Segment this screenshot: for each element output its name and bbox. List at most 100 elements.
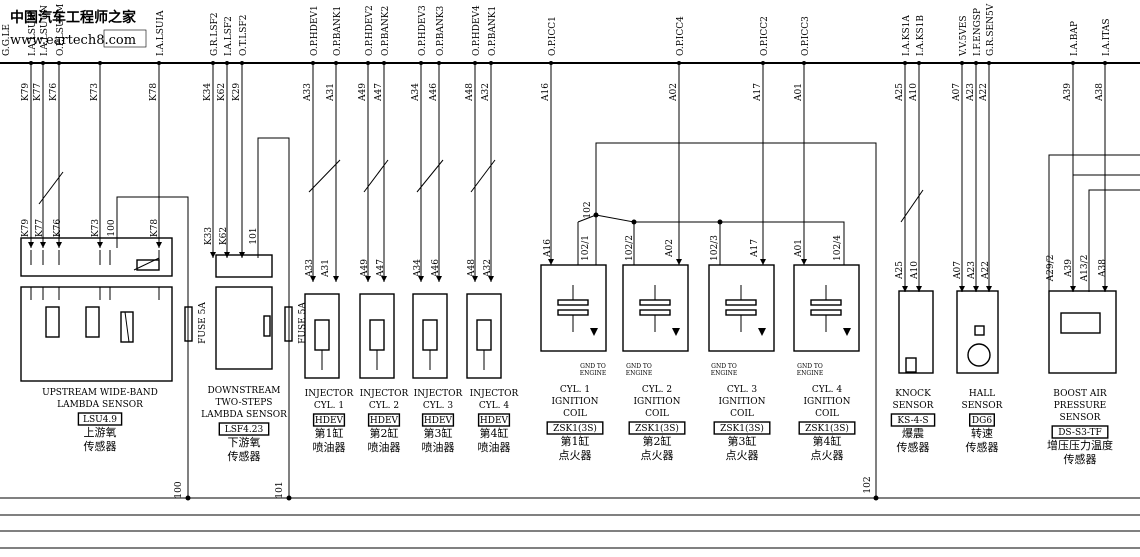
arrow-head [902,286,908,292]
branch [634,221,721,265]
connector-pin-label: K62 [219,227,229,245]
top-signal-label: G.G.LE [2,24,12,56]
component-en-label: SENSOR [893,401,934,411]
lambda-cell [85,306,100,338]
wire [1072,174,1140,190]
component-zh-label: 上游氧 [84,425,117,439]
arrow-head [760,259,766,265]
connector-pin-label: A31 [321,259,331,278]
component-code-label: ZSK1(3S) [635,423,679,434]
connector-pin-label: A46 [431,259,441,278]
top-signal-label: G.R.LSF2 [210,13,220,56]
lambda-connector [20,237,173,277]
connector-pin-label: A17 [750,239,760,258]
lsf-connector [215,254,273,278]
connector-pin-label: K73 [91,219,101,237]
connector-pin-label: A34 [413,259,423,278]
component-zh-label: 爆震 [902,426,924,440]
connector-pin-label: A48 [467,259,477,278]
pin-label: K62 [217,83,227,101]
pin-label: A10 [909,83,919,102]
arrow-head [1102,286,1108,292]
code-box [477,413,511,427]
component-en-label: IGNITION [804,397,851,407]
connector-resistor-body [136,259,160,271]
component-en-label: INJECTOR [360,389,409,399]
pin-label: A17 [753,83,763,102]
coil-diode [758,328,766,336]
wire [1048,154,1140,291]
component-en-label: IGNITION [552,397,599,407]
code-box [312,413,346,427]
component-zh-label: 喷油器 [422,440,455,454]
component-en-label: SENSOR [1060,413,1101,423]
component-zh-label: 传感器 [1064,453,1097,466]
lambda-cell [45,306,60,338]
top-signal-label: I.A.KS1A [902,15,912,56]
wire [1088,189,1140,292]
connector-pin-label: A02 [665,239,675,258]
component-zh-label: 传感器 [228,450,261,463]
top-signal-label: O.P.ICC1 [548,16,558,56]
pin-label: K34 [203,83,213,101]
code-box [798,421,856,435]
connector-pin-label: A38 [1098,259,1108,278]
connector-pin-label: A16 [543,239,553,258]
arrow-head [418,276,424,282]
fuse-label: FUSE 5A [298,302,308,344]
connector-pin-label: K79 [21,219,31,237]
coil-core [725,299,757,306]
component-zh-label: 点火器 [811,449,844,462]
component-zh-label: 点火器 [559,449,592,462]
hall-sensor-body [956,290,999,374]
arrow-head [40,242,46,248]
component-code-label: LSU4.9 [83,415,117,425]
coil-engine-label: ENGINE [580,370,606,377]
boost-sensor-body [1048,290,1117,374]
top-signal-label: V.V.5VES [959,15,969,57]
code-box [628,421,686,435]
fuse-2 [284,306,293,342]
component-en-label: PRESSURE [1054,401,1107,411]
connector-pin-label: A07 [953,261,963,280]
shield-twist [416,159,444,193]
component-zh-label: 喷油器 [478,440,511,454]
branch [720,221,845,265]
arrow-head [1070,286,1076,292]
arrow-head [986,286,992,292]
component-zh-label: 第4缸 [813,434,842,448]
component-zh-label: 传感器 [84,440,117,453]
connector-pin-label: 102/2 [625,235,635,261]
top-signal-label: G.R.SEN5V [986,3,996,56]
coil-core [810,309,842,316]
arrow-head [488,276,494,282]
injector-coil [369,319,385,351]
wire-102-label: 102 [863,476,873,493]
top-signal-label: O.P.ICC3 [801,16,811,56]
pin-label: A39 [1063,83,1073,102]
component-en-label: CYL. 1 [314,401,344,411]
top-signal-label: O.P.HDEV4 [472,5,482,56]
watermark-url: www.eartech8.com [10,33,136,48]
top-signal-label: I.F.ENGSP [973,8,983,56]
connector-pin-label: A10 [910,261,920,280]
code-box [367,413,401,427]
injector-coil [422,319,438,351]
coil-core [557,309,589,316]
top-signal-label: O.P.HDEV1 [310,5,320,56]
top-signal-label: I.A.LSF2 [224,16,234,56]
connector-pin-label: A47 [376,259,386,278]
component-code-label: DG6 [972,416,992,426]
code-box [218,422,270,436]
connector-pin-label: A33 [305,259,315,278]
arrow-head [333,276,339,282]
arrow-head [97,242,103,248]
boost-element [1060,312,1101,334]
component-en-label: HALL [969,389,995,399]
wire-100 [116,196,189,498]
component-en-label: CYL. 2 [642,385,672,395]
component-zh-label: 第3缸 [424,426,453,440]
arrow-head [916,286,922,292]
coil-engine-label: ENGINE [797,370,823,377]
